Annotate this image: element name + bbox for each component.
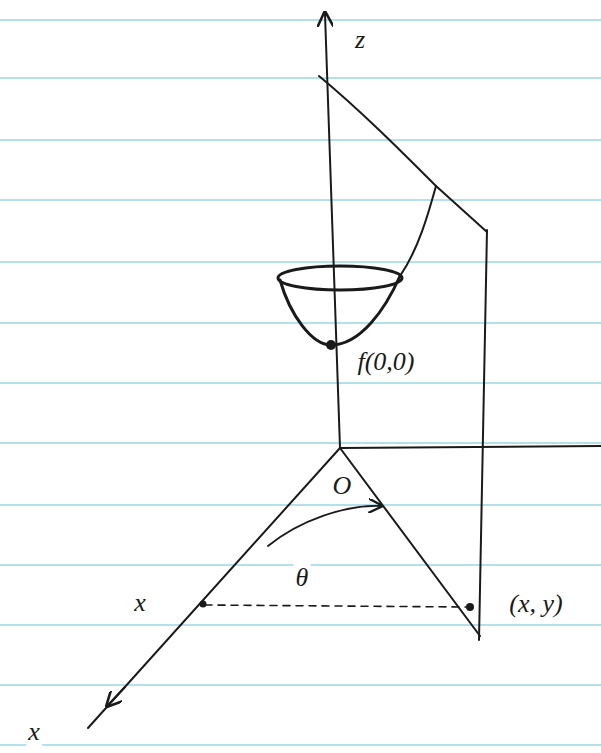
xy-point xyxy=(466,603,474,611)
point-label: f(0,0) xyxy=(355,348,416,376)
x-axis xyxy=(88,448,340,728)
surface-curve xyxy=(400,186,436,276)
angle-label: θ xyxy=(294,564,311,592)
axis-label: x xyxy=(26,718,42,746)
x-axis-arrow xyxy=(108,687,125,705)
y-axis xyxy=(340,446,601,448)
surface-edge xyxy=(319,76,487,232)
tick-label: x xyxy=(132,589,148,617)
min-point xyxy=(326,340,336,350)
z-axis xyxy=(325,14,340,448)
axis-label: z xyxy=(353,26,367,54)
dashed-projection xyxy=(205,605,466,607)
x-tick xyxy=(200,601,207,608)
point-label: (x, y) xyxy=(507,590,564,618)
bowl xyxy=(280,276,400,345)
origin-label: O xyxy=(331,472,354,500)
radial-line xyxy=(340,448,480,636)
ruled-lines xyxy=(0,20,601,745)
angle-arc xyxy=(268,506,380,546)
bowl-rim xyxy=(278,266,402,290)
vertical-line xyxy=(479,230,487,640)
